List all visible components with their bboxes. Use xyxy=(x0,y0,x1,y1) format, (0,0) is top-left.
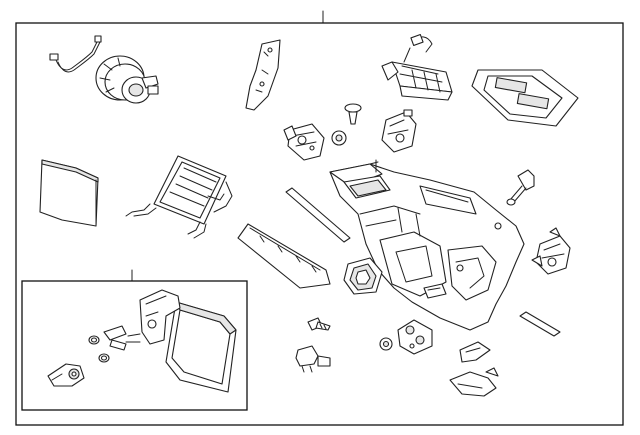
actuator-module xyxy=(381,33,453,101)
mode-actuator xyxy=(381,109,417,153)
bracket xyxy=(283,123,325,161)
seal-plate xyxy=(471,69,579,127)
blower-motor xyxy=(95,55,159,104)
foam-seal xyxy=(285,187,351,243)
screw xyxy=(344,103,362,125)
lower-panel xyxy=(237,223,331,289)
actuator-door xyxy=(397,319,433,355)
heater-core xyxy=(125,155,233,239)
nut xyxy=(331,130,347,146)
main-hvac-housing xyxy=(329,159,525,331)
clip xyxy=(295,345,331,373)
wire-harness xyxy=(49,35,102,73)
temperature-actuator xyxy=(531,227,571,275)
evaporator-core xyxy=(165,301,237,393)
seal-strip xyxy=(245,39,281,111)
expansion-valve xyxy=(103,289,181,351)
o-ring-seal xyxy=(379,337,393,351)
bracket-piece xyxy=(459,341,491,363)
o-ring-seal xyxy=(88,335,110,363)
outer-frame xyxy=(15,22,624,426)
inset-frame xyxy=(21,280,248,411)
trim-piece xyxy=(449,367,499,397)
gasket xyxy=(519,311,561,337)
vent-grommet xyxy=(343,257,383,295)
cabin-air-filter xyxy=(39,159,99,227)
sensor xyxy=(506,169,535,206)
sensor xyxy=(47,363,85,387)
bolt xyxy=(307,317,331,331)
